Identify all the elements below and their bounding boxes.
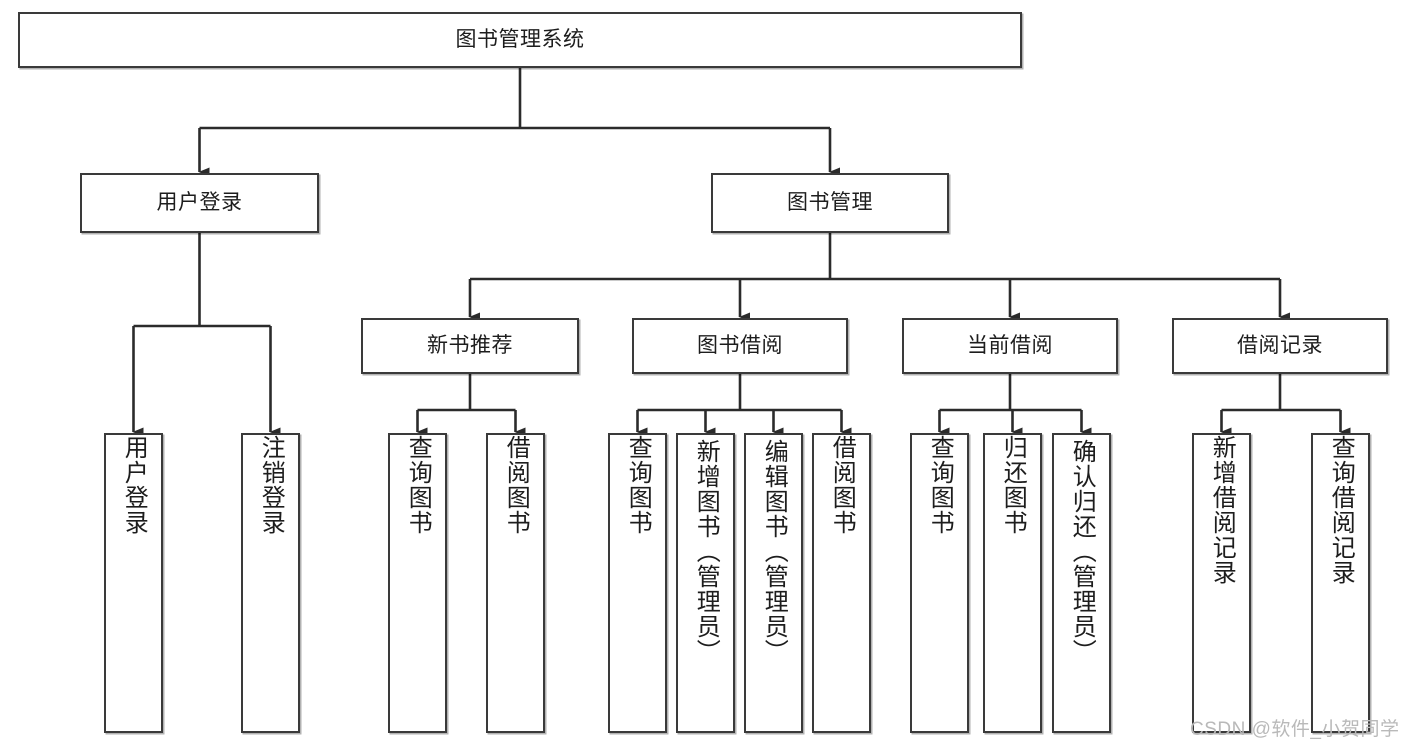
- leaf-add-book-admin[interactable]: 新增图书（管理员）: [676, 433, 735, 733]
- node-label: 查询图书: [926, 435, 954, 535]
- leaf-borrow-book-1[interactable]: 借阅图书: [486, 433, 545, 733]
- node-label: 用户登录: [120, 435, 148, 535]
- node-label: 查询图书: [404, 435, 432, 535]
- node-label: 借阅记录: [1237, 333, 1323, 357]
- node-label: 图书管理: [787, 190, 873, 214]
- node-root-system[interactable]: 图书管理系统: [18, 12, 1022, 68]
- node-label: 当前借阅: [967, 333, 1053, 357]
- node-book-management[interactable]: 图书管理: [711, 173, 949, 233]
- node-label: 图书管理系统: [455, 27, 585, 51]
- leaf-logout[interactable]: 注销登录: [241, 433, 300, 733]
- leaf-query-book-3[interactable]: 查询图书: [910, 433, 969, 733]
- node-new-book-recommendation[interactable]: 新书推荐: [361, 318, 579, 374]
- node-label: 新书推荐: [427, 333, 513, 357]
- leaf-user-login[interactable]: 用户登录: [104, 433, 163, 733]
- leaf-query-borrowing-record[interactable]: 查询借阅记录: [1311, 433, 1370, 733]
- node-label: 注销登录: [257, 435, 285, 535]
- node-label: 用户登录: [156, 190, 243, 214]
- node-current-borrowing[interactable]: 当前借阅: [902, 318, 1118, 374]
- leaf-borrow-book-2[interactable]: 借阅图书: [812, 433, 871, 733]
- connector-edges: [132, 68, 1351, 437]
- node-label: 查询借阅记录: [1327, 435, 1355, 585]
- leaf-add-borrowing-record[interactable]: 新增借阅记录: [1192, 433, 1251, 733]
- leaf-confirm-return-admin[interactable]: 确认归还（管理员）: [1052, 433, 1111, 733]
- node-label: 图书借阅: [697, 333, 783, 357]
- node-label: 借阅图书: [828, 435, 856, 535]
- node-label: 借阅图书: [502, 435, 530, 535]
- node-book-borrowing[interactable]: 图书借阅: [632, 318, 848, 374]
- node-label: 确认归还（管理员）: [1068, 439, 1096, 664]
- leaf-edit-book-admin[interactable]: 编辑图书（管理员）: [744, 433, 803, 733]
- node-user-login[interactable]: 用户登录: [80, 173, 319, 233]
- node-label: 新增借阅记录: [1208, 435, 1236, 585]
- node-label: 归还图书: [999, 435, 1027, 535]
- node-label: 编辑图书（管理员）: [760, 439, 788, 664]
- node-label: 查询图书: [624, 435, 652, 535]
- csdn-watermark: CSDN @软件_小贺同学: [1190, 719, 1400, 740]
- leaf-query-book-1[interactable]: 查询图书: [388, 433, 447, 733]
- leaf-query-book-2[interactable]: 查询图书: [608, 433, 667, 733]
- leaf-return-book[interactable]: 归还图书: [983, 433, 1042, 733]
- node-borrowing-record[interactable]: 借阅记录: [1172, 318, 1388, 374]
- node-label: 新增图书（管理员）: [692, 439, 720, 664]
